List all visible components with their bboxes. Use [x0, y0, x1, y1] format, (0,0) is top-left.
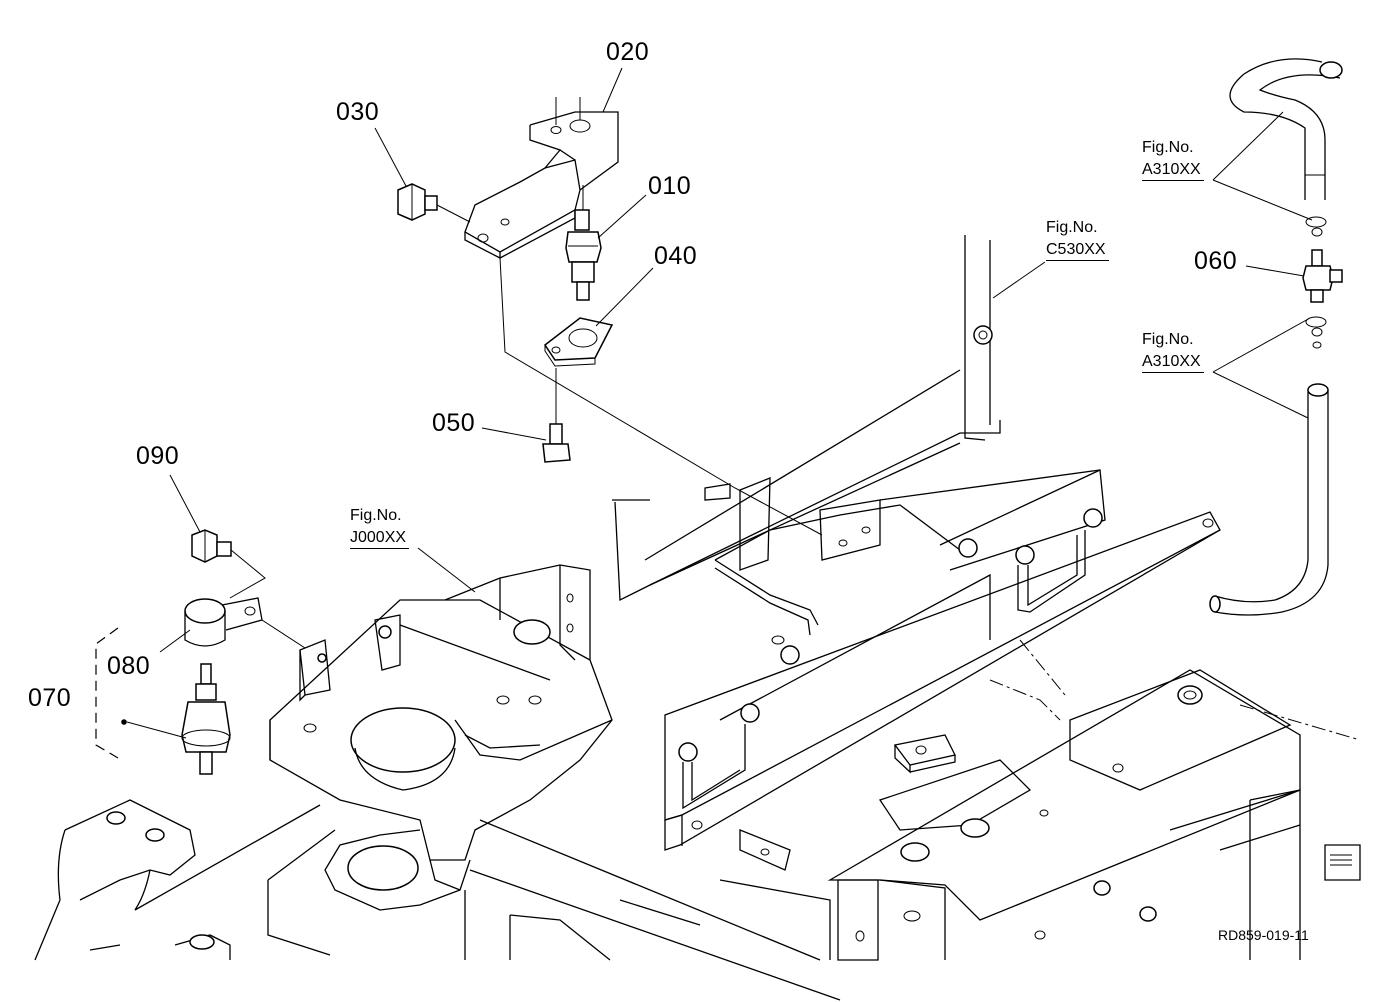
left-bracket	[34, 799, 321, 961]
fig-ref-j000: Fig.No. J000XX	[350, 505, 410, 550]
fig-ref-number: A310XX	[1142, 159, 1204, 182]
fig-ref-title: Fig.No.	[1142, 331, 1194, 348]
hose-lower	[1209, 383, 1329, 616]
plate-040	[543, 317, 614, 367]
hose-upper	[1229, 58, 1343, 200]
part-label-010: 010	[648, 172, 692, 200]
part-label-050: 050	[432, 409, 476, 437]
part-label-030: 030	[336, 98, 380, 126]
clamp-080	[184, 597, 306, 649]
bolt-030	[397, 183, 471, 223]
fitting-060	[1302, 216, 1343, 349]
fig-ref-number: C530XX	[1046, 239, 1109, 262]
fig-ref-a310-bottom: Fig.No. A310XX	[1142, 329, 1204, 374]
fig-ref-number: A310XX	[1142, 351, 1204, 374]
part-label-090: 090	[136, 442, 180, 470]
chassis-right	[719, 639, 1361, 961]
fig-ref-title: Fig.No.	[350, 507, 402, 524]
part-label-080: 080	[107, 652, 151, 680]
part-label-020: 020	[606, 38, 650, 66]
fig-ref-c530: Fig.No. C530XX	[1046, 217, 1109, 262]
bolt-050	[542, 368, 571, 463]
fig-ref-title: Fig.No.	[1142, 139, 1194, 156]
switch-010	[565, 185, 602, 301]
main-frame-left	[89, 564, 841, 1001]
sensor-070	[95, 627, 231, 775]
fig-ref-number: J000XX	[350, 527, 410, 550]
part-label-070: 070	[28, 684, 72, 712]
fig-ref-title: Fig.No.	[1046, 219, 1098, 236]
fig-ref-a310-top: Fig.No. A310XX	[1142, 137, 1204, 182]
frame-assembly	[612, 235, 1221, 851]
bolt-090	[191, 529, 266, 599]
leader-lines	[126, 67, 1313, 739]
part-label-060: 060	[1194, 247, 1238, 275]
drawing-code: RD859-019-11	[1218, 927, 1309, 943]
part-label-040: 040	[654, 242, 698, 270]
